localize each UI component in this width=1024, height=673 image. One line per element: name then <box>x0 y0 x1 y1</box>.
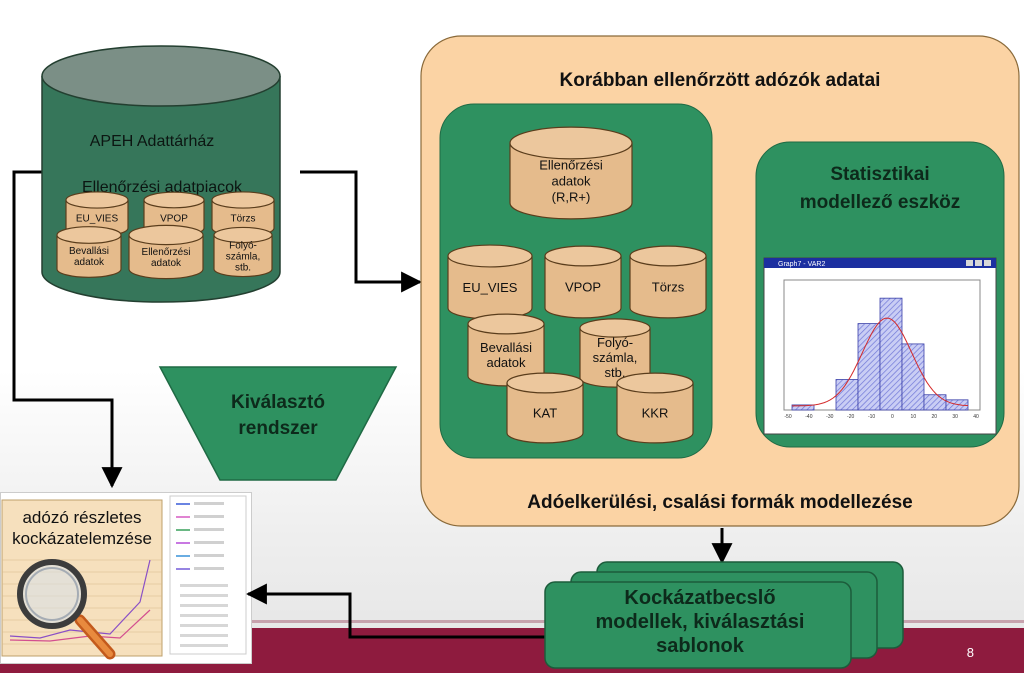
panel-title: Korábban ellenőrzött adózók adatai <box>560 70 881 91</box>
arrow-warehouse-to-analysis <box>12 170 123 489</box>
warehouse-cylinder-1-label: VPOP <box>160 213 188 224</box>
histogram-plot: -50 -40 -30 -20 -10 0 10 20 30 40 <box>784 297 979 420</box>
warehouse-cylinder-2-label: Törzs <box>231 214 256 225</box>
data-box-cylinder-0-label: EU_VIES <box>463 280 518 295</box>
histogram-xtick: 0 <box>891 414 894 420</box>
histogram-bar <box>791 404 815 411</box>
data-box-cylinder-4: Folyó-számla,stb. <box>579 318 651 388</box>
histogram-xtick: -30 <box>826 414 833 420</box>
thumbnail-legend <box>176 502 228 647</box>
data-box-cylinder-5-label: KAT <box>533 405 557 420</box>
warehouse-cylinder-5-label: Folyó-számla,stb. <box>226 240 260 273</box>
histogram-bar <box>923 394 947 411</box>
warehouse-cylinder-5: Folyó-számla,stb. <box>213 226 273 278</box>
arrow-risk-to-analysis <box>245 583 545 639</box>
histogram-xtick: -10 <box>868 414 875 420</box>
main-panel: Korábban ellenőrzött adózók adatai Adóel… <box>420 35 1020 527</box>
data-box-cylinder-6-label: KKR <box>642 405 669 420</box>
histogram-window: Graph7 - VAR2 -50 -40 -30 -20 -10 0 10 20 30 40 <box>763 257 997 435</box>
histogram-xtick: 10 <box>911 414 917 420</box>
arrow-warehouse-to-panel <box>300 170 423 293</box>
data-box-cylinder-5: KAT <box>506 372 584 444</box>
histogram-bar <box>857 323 881 411</box>
warehouse-cylinder-0-label: EU_VIES <box>76 214 119 225</box>
data-box-cylinder-2-label: Törzs <box>652 279 685 294</box>
panel-footer: Adóelkerülési, csalási formák modellezés… <box>527 492 912 513</box>
data-box-cylinder-4-label: Folyó-számla,stb. <box>593 335 638 380</box>
magnifier-icon <box>17 559 116 660</box>
histogram-xtick: 30 <box>952 414 958 420</box>
data-box-cylinder-1-label: VPOP <box>565 279 601 294</box>
data-box-cylinder-1: VPOP <box>544 245 622 319</box>
histogram-bar <box>901 343 925 411</box>
histogram-bar <box>835 379 859 411</box>
normal-curve <box>792 317 969 407</box>
connectors <box>12 170 733 639</box>
histogram-xtick: -40 <box>805 414 812 420</box>
histogram-xtick: -50 <box>784 414 791 420</box>
data-box-cylinder-2: Törzs <box>629 245 707 319</box>
warehouse-subtitle: Ellenőrzési adatpiacok <box>82 179 243 196</box>
histogram-xtick: 20 <box>931 414 937 420</box>
histogram-xtick: 40 <box>973 414 979 420</box>
data-box-cylinder-0: EU_VIES <box>447 244 533 320</box>
data-box-cylinder-6: KKR <box>616 372 694 444</box>
warehouse-title: APEH Adattárház <box>90 133 215 150</box>
histogram-window-title: Graph7 - VAR2 <box>778 261 825 268</box>
histogram-bar <box>879 297 903 411</box>
warehouse-cylinder: APEH Adattárház Ellenőrzési adatpiacok E… <box>41 45 281 303</box>
page-number: 8 <box>966 645 974 660</box>
warehouse-cylinder-2: Törzs <box>211 191 275 237</box>
band-line <box>0 620 1024 623</box>
histogram-xtick: -20 <box>847 414 854 420</box>
